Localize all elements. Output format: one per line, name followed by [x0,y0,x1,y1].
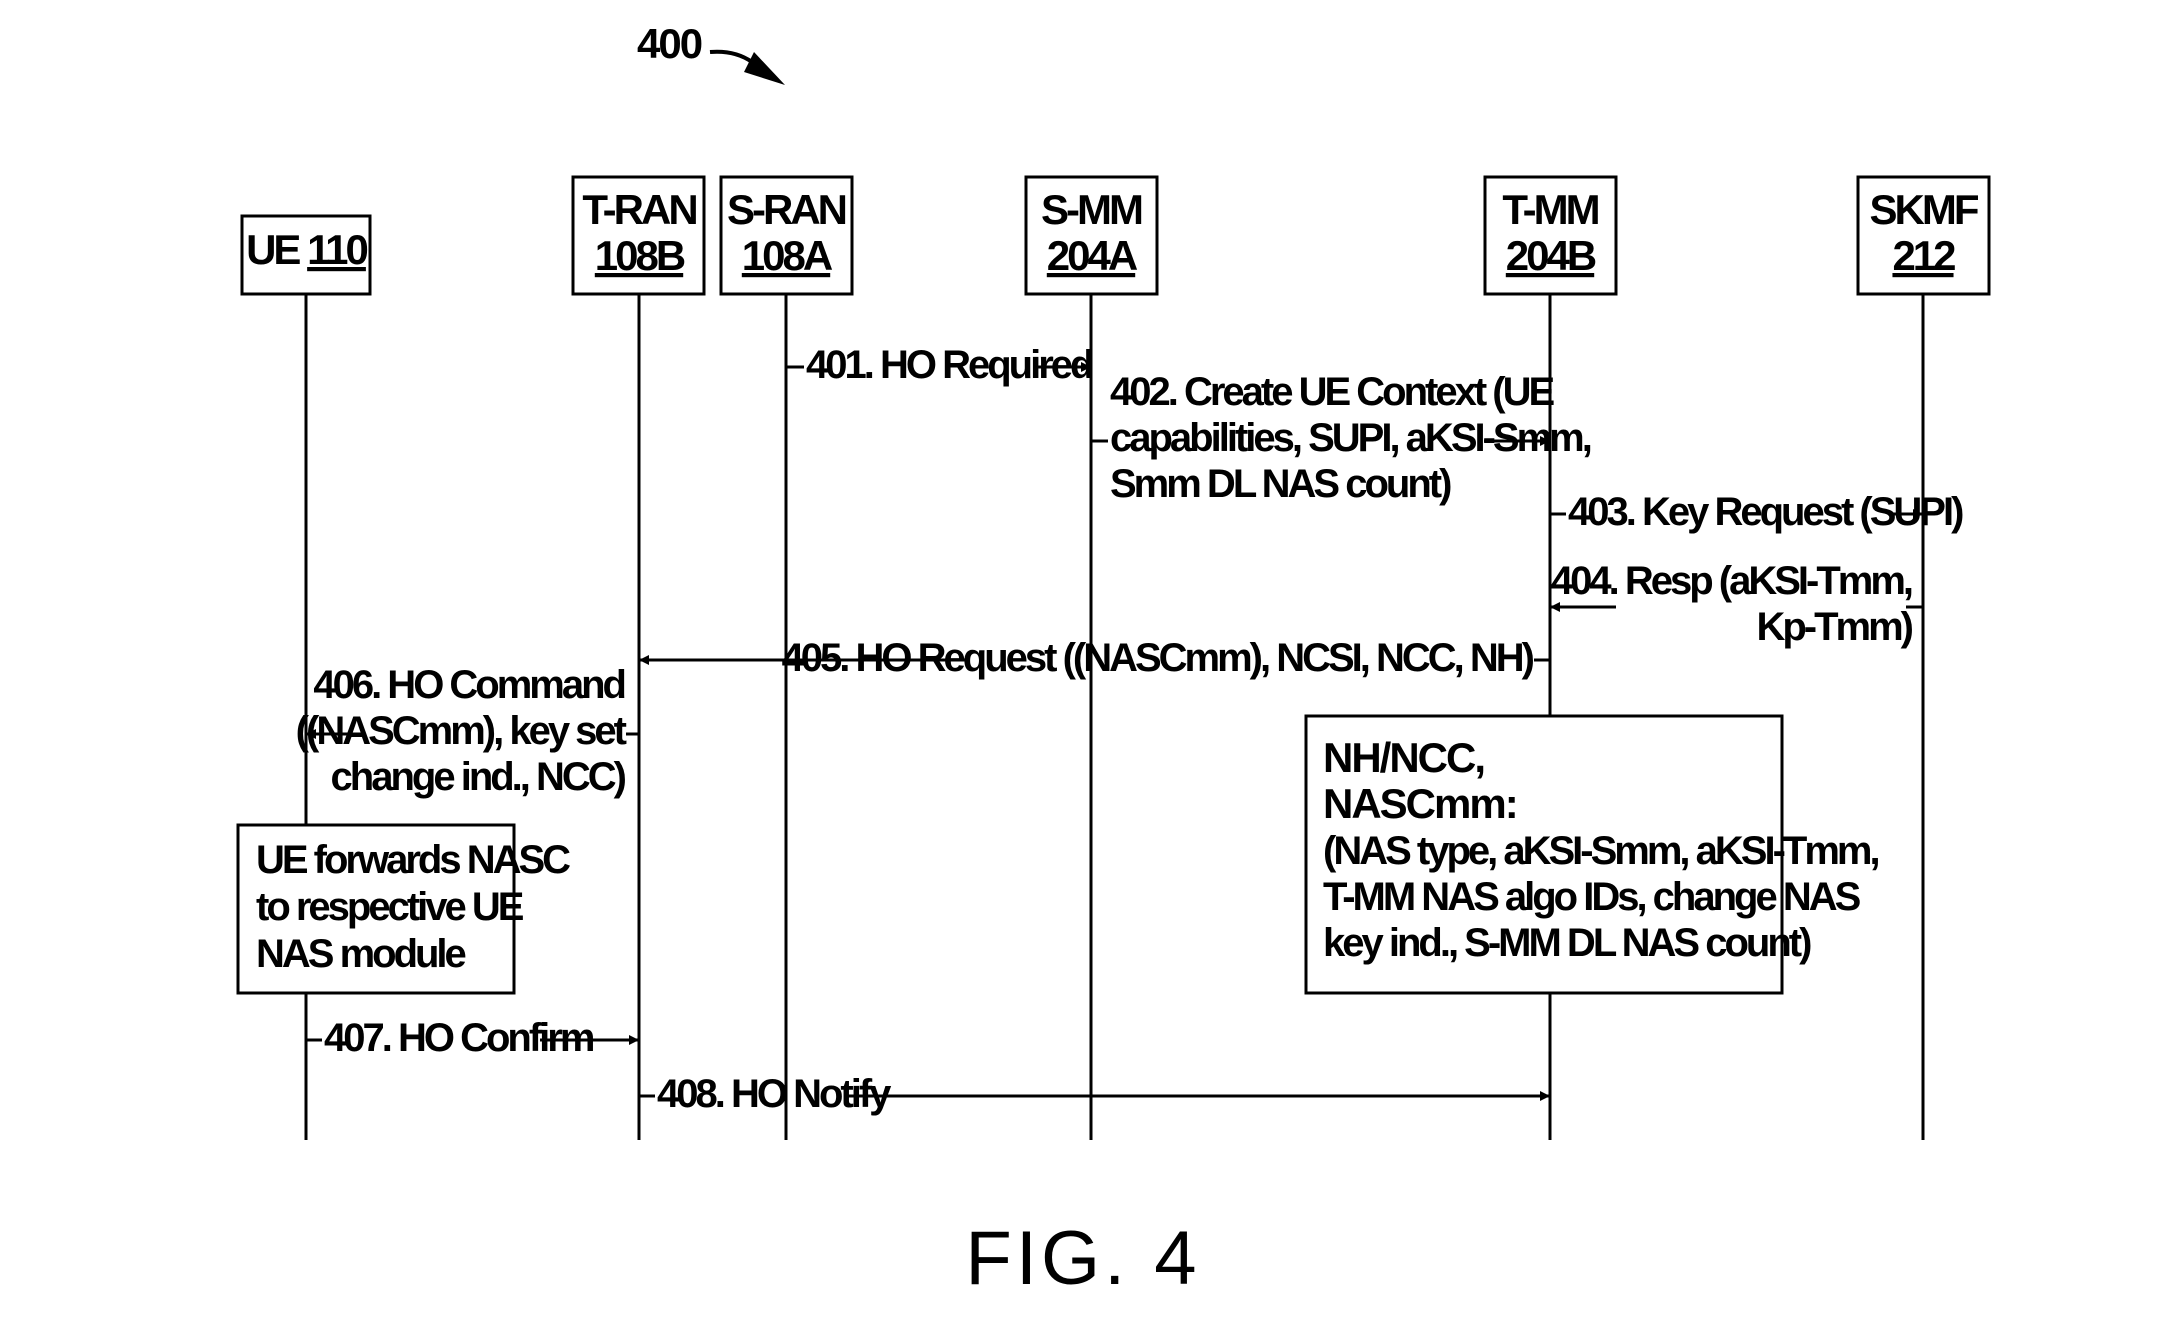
message-401: 401. HO Required [786,343,1095,387]
message-408: 408. HO Notify [639,1072,1550,1116]
message-label: 408. HO Notify [657,1072,892,1116]
note-line2: to respective UE [256,885,524,929]
entity-ref: 204A [1047,232,1138,279]
message-405: 405. HO Request ((NASCmm), NCSI, NCC, NH… [639,636,1550,680]
message-406: 406. HO Command ((NASCmm), key set chang… [296,663,639,799]
entity-skmf: SKMF 212 [1856,175,1991,296]
entity-name: T-RAN [582,186,696,233]
entity-sran: S-RAN 108A [719,175,854,296]
entity-name: S-RAN [727,186,846,233]
entity-box [1856,175,1991,296]
note-line1: (NAS type, aKSI-Smm, aKSI-Tmm, [1323,829,1878,873]
note-bold-line2: NASCmm: [1323,780,1517,827]
entity-ref: 108B [595,232,685,279]
note-line2: T-MM NAS algo IDs, change NAS [1323,875,1861,919]
note-line3: NAS module [256,932,466,976]
entity-smm: S-MM 204A [1024,175,1159,296]
message-label: 401. HO Required [806,343,1092,387]
message-404: 404. Resp (aKSI-Tmm, Kp-Tmm) [1550,559,1923,649]
entity-box [1483,175,1618,296]
entity-ref: 110 [307,226,367,273]
message-label-line1: 404. Resp (aKSI-Tmm, [1551,559,1912,603]
entity-name: S-MM [1041,186,1142,233]
message-label-line2: ((NASCmm), key set [296,709,627,753]
message-label: 403. Key Request (SUPI) [1568,490,1963,534]
svg-text:UE 110: UE 110 [246,226,367,273]
figure-number: 400 [637,20,702,67]
entity-box [1024,175,1159,296]
entity-name: SKMF [1870,186,1979,233]
entity-box [240,214,372,296]
message-label-line3: Smm DL NAS count) [1110,462,1451,506]
entity-ue: UE 110 [240,214,372,296]
message-402: 402. Create UE Context (UE capabilities,… [1091,370,1594,506]
message-407: 407. HO Confirm [306,1016,639,1060]
message-label: 405. HO Request ((NASCmm), NCSI, NCC, NH… [782,636,1534,680]
entity-name: T-MM [1502,186,1598,233]
entity-box [571,175,706,296]
message-label: 407. HO Confirm [324,1016,594,1060]
note-box [236,823,516,995]
message-label-line2: capabilities, SUPI, aKSI-Smm, [1110,416,1591,460]
entity-tran: T-RAN 108B [571,175,706,296]
message-label-line1: 406. HO Command [313,663,624,707]
figure-pointer-arrowhead [744,52,785,85]
entity-box [719,175,854,296]
entity-ref: 212 [1892,232,1955,279]
note-box [1304,714,1784,995]
entity-ref: 108A [742,232,833,279]
figure-pointer-arrow [709,49,754,64]
nh-note: NH/NCC, NASCmm: (NAS type, aKSI-Smm, aKS… [1304,714,1881,995]
entity-ref: 204B [1506,232,1596,279]
message-label-line3: change ind., NCC) [331,755,626,799]
note-line1: UE forwards NASC [256,838,570,882]
message-label-line2: Kp-Tmm) [1756,605,1912,649]
message-label-line1: 402. Create UE Context (UE [1110,370,1554,414]
entity-name: UE [246,226,300,273]
note-line3: key ind., S-MM DL NAS count) [1323,921,1811,965]
figure-caption: FIG. 4 [965,1216,1200,1301]
message-403: 403. Key Request (SUPI) [1550,490,1966,534]
lifelines [304,294,1925,1140]
ue-note: UE forwards NASC to respective UE NAS mo… [236,823,573,995]
note-bold-line1: NH/NCC, [1323,734,1484,781]
entity-tmm: T-MM 204B [1483,175,1618,296]
